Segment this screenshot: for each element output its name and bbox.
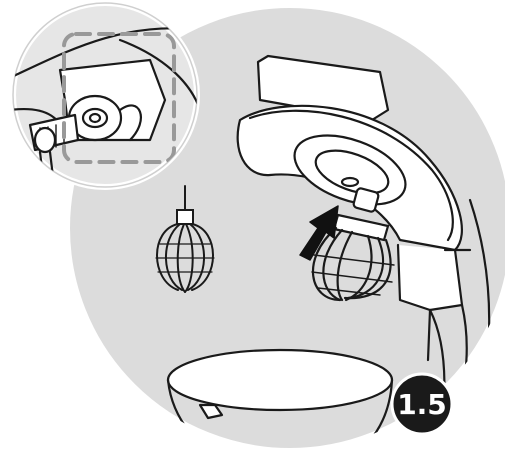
- step-number: 1.5: [397, 388, 447, 421]
- step-badge: 1.5: [392, 374, 452, 434]
